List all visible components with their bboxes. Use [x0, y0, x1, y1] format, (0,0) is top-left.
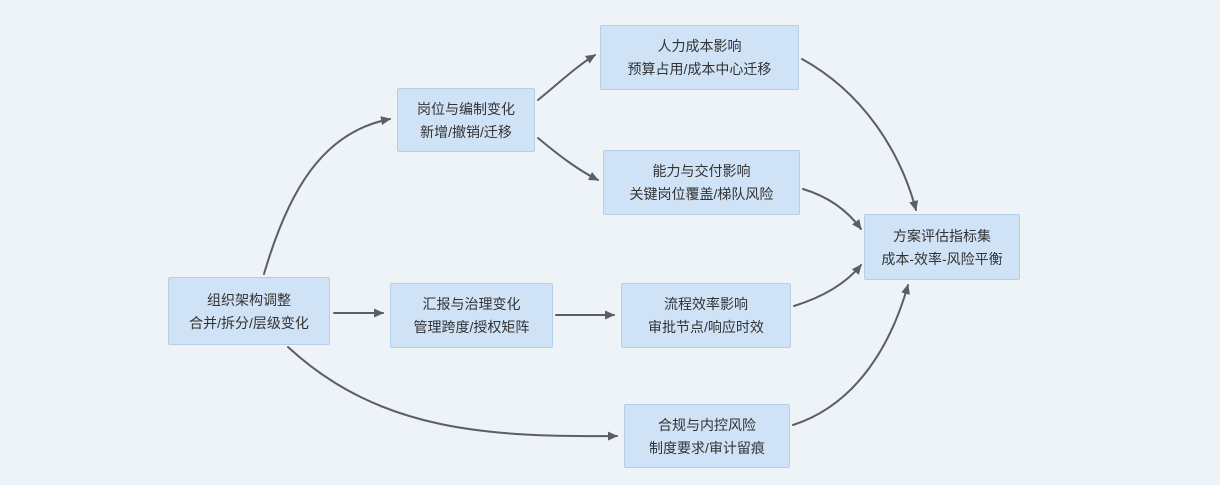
node-hr-cost-title: 人力成本影响 [657, 38, 742, 54]
node-compliance-risk-title: 合规与内控风险 [658, 416, 756, 433]
node-position-change: 岗位与编制变化 新增/撤销/迁移 [397, 88, 535, 152]
edge-capability-to-evaluation-arrow [802, 188, 862, 230]
node-org-restructure-subtitle: 合并/拆分/层级变化 [189, 314, 309, 331]
node-capability-delivery: 能力与交付影响 关键岗位覆盖/梯队风险 [603, 150, 800, 215]
node-org-restructure-title: 组织架构调整 [207, 291, 291, 308]
edge-position-to-capability-arrow [537, 137, 599, 181]
node-compliance-risk: 合规与内控风险 制度要求/审计留痕 [624, 404, 790, 468]
edge-hrcost-to-evaluation-arrow [801, 58, 919, 211]
node-reporting-governance-title: 汇报与治理变化 [422, 296, 521, 312]
edge-position-to-hrcost-arrow [537, 54, 596, 101]
node-position-change-title: 岗位与编制变化 [417, 100, 515, 117]
edge-org-to-position-arrow [263, 116, 391, 275]
edge-process-to-evaluation-arrow [793, 264, 862, 307]
node-process-efficiency-subtitle: 审批节点/响应时效 [648, 319, 764, 335]
edge-compliance-to-evaluation-arrow [792, 284, 910, 426]
node-process-efficiency: 流程效率影响 审批节点/响应时效 [621, 283, 791, 348]
node-hr-cost: 人力成本影响 预算占用/成本中心迁移 [600, 25, 799, 90]
node-org-restructure: 组织架构调整 合并/拆分/层级变化 [168, 277, 330, 345]
node-process-efficiency-title: 流程效率影响 [664, 296, 748, 312]
node-capability-delivery-subtitle: 关键岗位覆盖/梯队风险 [629, 186, 774, 202]
node-capability-delivery-title: 能力与交付影响 [652, 163, 751, 179]
node-position-change-subtitle: 新增/撤销/迁移 [420, 123, 512, 140]
node-evaluation-metrics: 方案评估指标集 成本-效率-风险平衡 [864, 214, 1020, 280]
node-evaluation-metrics-title: 方案评估指标集 [893, 227, 991, 244]
node-reporting-governance: 汇报与治理变化 管理跨度/授权矩阵 [390, 283, 553, 348]
node-hr-cost-subtitle: 预算占用/成本中心迁移 [627, 61, 772, 77]
node-evaluation-metrics-subtitle: 成本-效率-风险平衡 [881, 250, 1003, 267]
node-compliance-risk-subtitle: 制度要求/审计留痕 [649, 439, 765, 456]
edge-org-to-compliance-arrow [287, 346, 618, 441]
page-bottom-strip [0, 485, 1220, 494]
node-reporting-governance-subtitle: 管理跨度/授权矩阵 [413, 319, 530, 335]
